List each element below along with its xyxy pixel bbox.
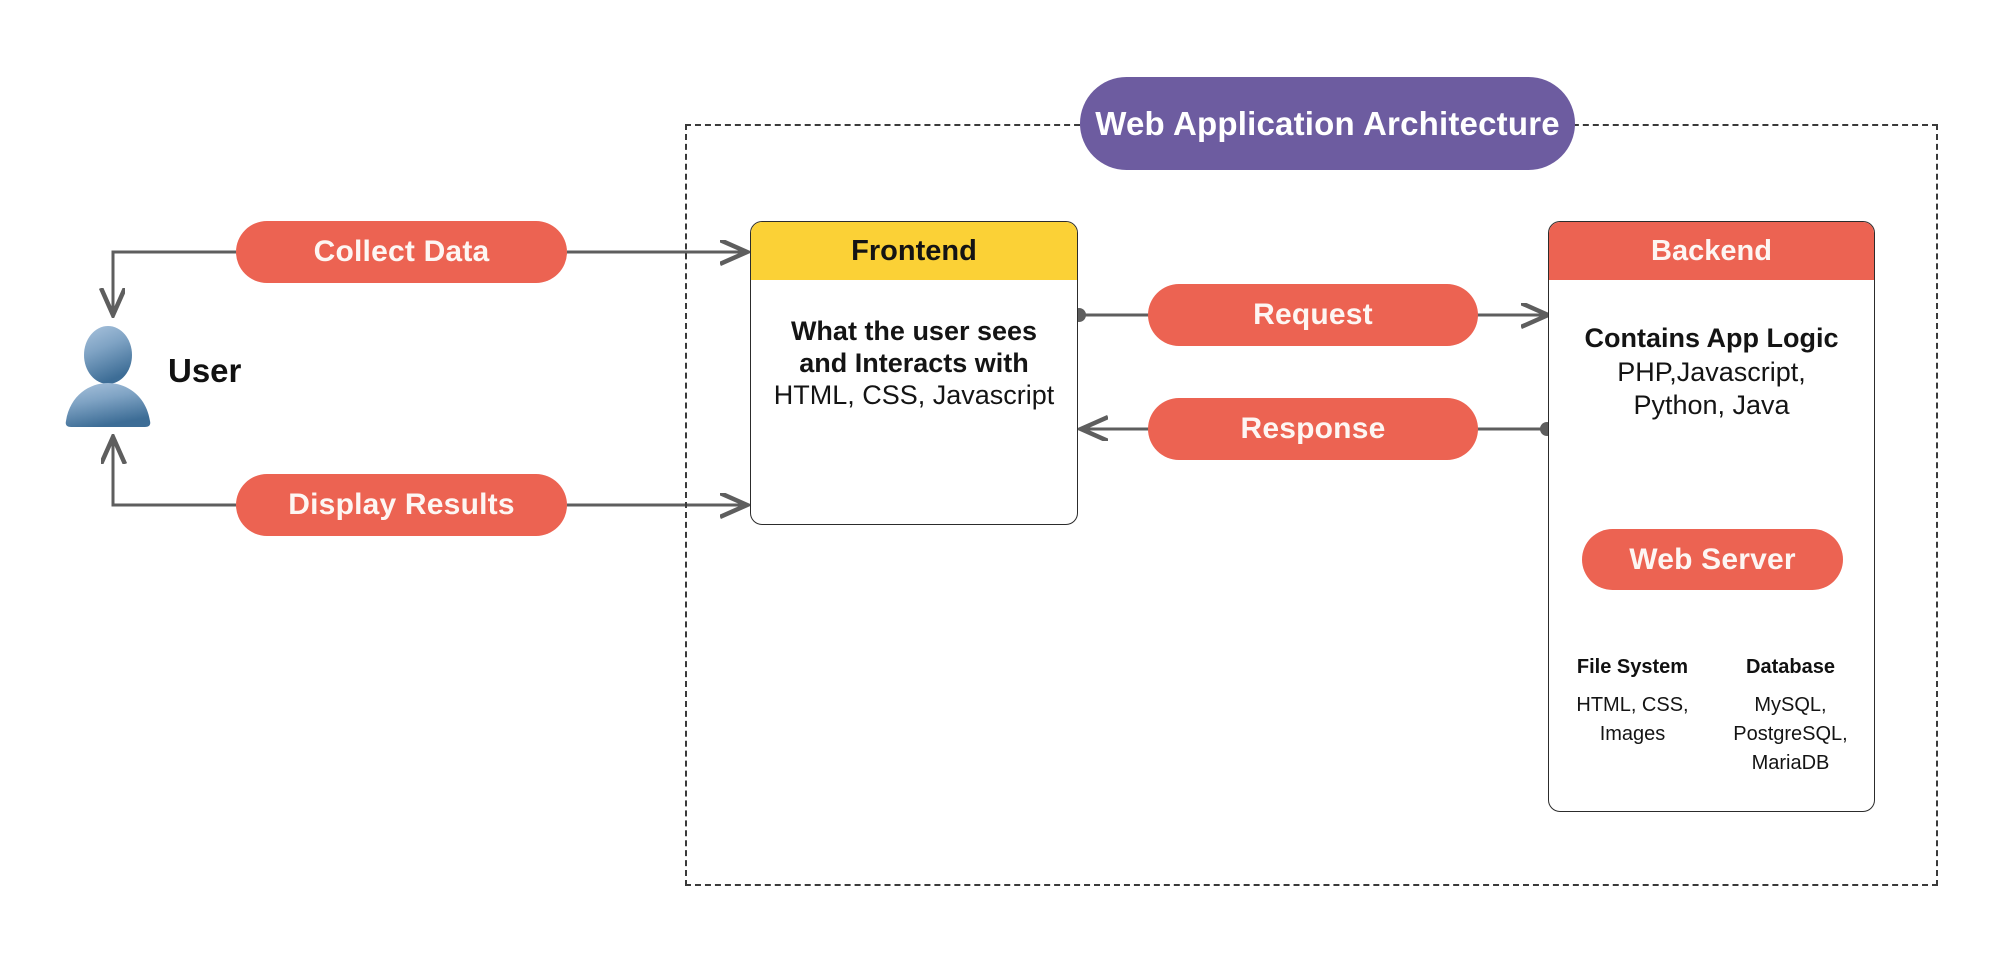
file-system-title: File System — [1576, 656, 1689, 678]
database-column: Database MySQL, PostgreSQL, MariaDB — [1718, 656, 1863, 778]
file-system-item-line2: Images — [1599, 723, 1666, 745]
backend-body: Contains App Logic PHP,Javascript, Pytho… — [1549, 322, 1874, 421]
collect-data-label: Collect Data — [313, 235, 490, 268]
request-pill[interactable]: Request — [1148, 284, 1478, 346]
database-item-line3: MariaDB — [1751, 752, 1830, 774]
diagram-title-pill: Web Application Architecture — [1080, 77, 1575, 170]
file-system-items: HTML, CSS, Images — [1560, 691, 1705, 749]
request-label: Request — [1253, 298, 1373, 331]
wire-collect-to-user — [113, 250, 236, 312]
display-results-label: Display Results — [288, 488, 515, 521]
database-item-line1: MySQL, — [1754, 694, 1827, 716]
backend-storage-columns: File System HTML, CSS, Images Database M… — [1560, 656, 1863, 778]
backend-languages-line1: PHP,Javascript, — [1617, 357, 1806, 388]
backend-languages-line2: Python, Java — [1633, 389, 1790, 420]
user-avatar-icon — [62, 325, 154, 427]
response-label: Response — [1240, 412, 1386, 445]
backend-header: Backend — [1549, 222, 1874, 280]
database-title: Database — [1746, 656, 1835, 678]
frontend-header-label: Frontend — [851, 234, 977, 267]
database-item-line2: PostgreSQL, — [1733, 723, 1848, 745]
database-items: MySQL, PostgreSQL, MariaDB — [1718, 691, 1863, 778]
frontend-card[interactable]: Frontend What the user sees and Interact… — [750, 221, 1078, 525]
display-results-pill[interactable]: Display Results — [236, 474, 567, 536]
backend-card[interactable]: Backend Contains App Logic PHP,Javascrip… — [1548, 221, 1875, 812]
frontend-header: Frontend — [751, 222, 1077, 280]
frontend-description-bold: What the user sees and Interacts with — [790, 316, 1038, 378]
wire-display-to-user — [113, 440, 236, 507]
response-pill[interactable]: Response — [1148, 398, 1478, 460]
backend-description-bold: Contains App Logic — [1584, 323, 1839, 353]
collect-data-pill[interactable]: Collect Data — [236, 221, 567, 283]
frontend-description-regular: HTML, CSS, Javascript — [773, 379, 1055, 410]
user-label: User — [168, 352, 242, 389]
file-system-column: File System HTML, CSS, Images — [1560, 656, 1705, 749]
frontend-description: What the user sees and Interacts with HT… — [765, 316, 1063, 412]
diagram-title-text: Web Application Architecture — [1095, 104, 1560, 142]
backend-header-label: Backend — [1651, 234, 1772, 267]
file-system-item-line1: HTML, CSS, — [1576, 694, 1689, 716]
frontend-body: What the user sees and Interacts with HT… — [751, 316, 1077, 412]
web-server-label: Web Server — [1629, 542, 1796, 576]
backend-languages: PHP,Javascript, Python, Java — [1563, 356, 1860, 421]
web-server-pill[interactable]: Web Server — [1582, 529, 1843, 590]
